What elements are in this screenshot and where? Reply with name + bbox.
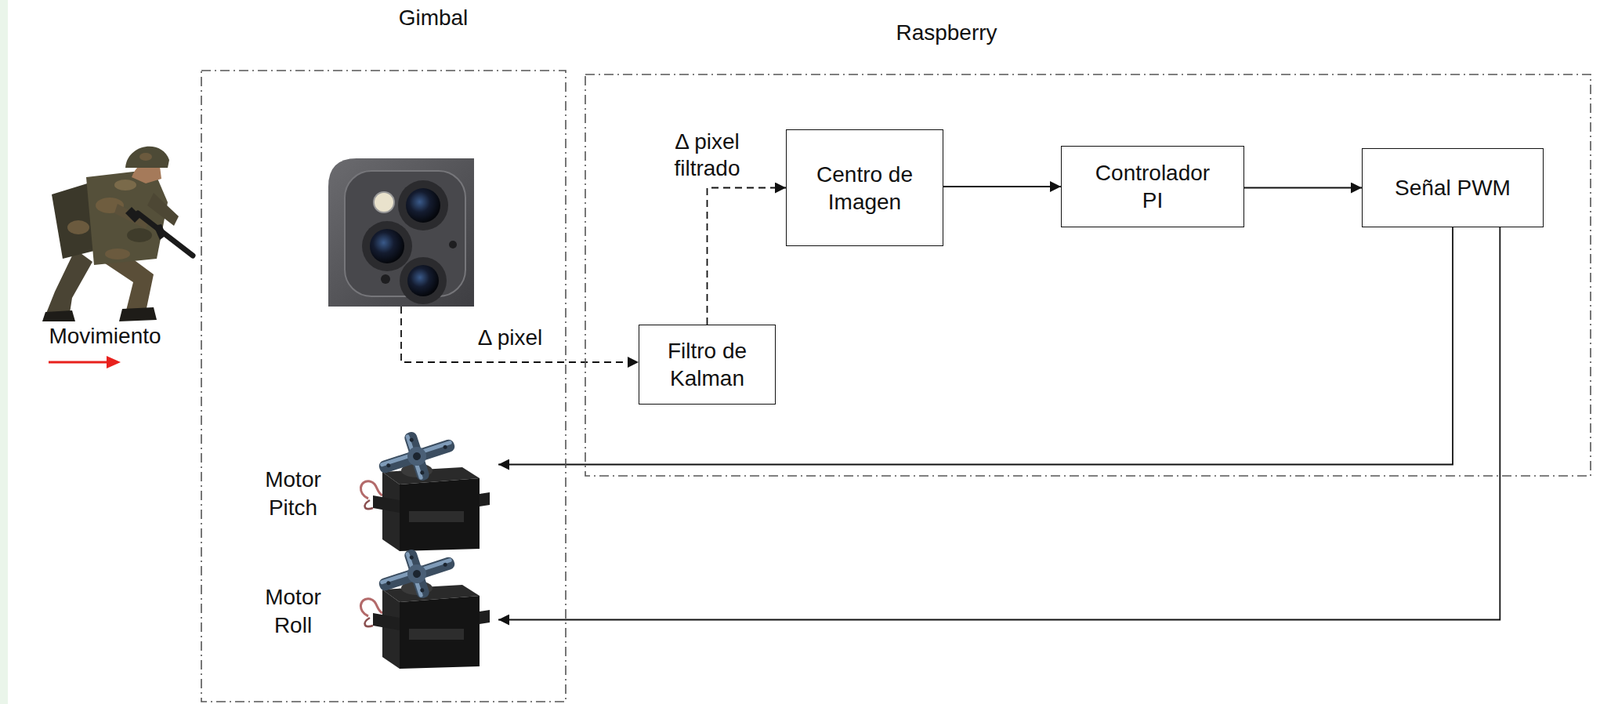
gimbal-region: GimbalMotor PitchMotor Roll (200, 69, 567, 703)
signal-arrow (498, 227, 1453, 465)
process-box: Filtro de Kalman (638, 324, 776, 405)
signal-arrow (943, 185, 1061, 188)
movement-arrow (48, 355, 121, 369)
signal-arrow (1244, 187, 1362, 189)
motor-label: Motor Roll (249, 582, 337, 641)
box-label: Filtro de Kalman (647, 336, 768, 392)
motor-label: Motor Pitch (249, 465, 337, 523)
edge-label: Δ pixel filtrado (656, 128, 759, 181)
process-box: Controlador PI (1060, 145, 1245, 228)
servo-motor-picture (360, 419, 490, 551)
box-label: Señal PWM (1394, 173, 1511, 202)
annotation-label: Movimiento (46, 322, 163, 350)
region-heading: Gimbal (398, 5, 469, 31)
edge-strip (0, 0, 8, 704)
soldier-figure (42, 146, 193, 322)
motor-node: Motor Pitch (242, 434, 499, 553)
process-box: Centro de Imagen (785, 129, 944, 247)
box-label: Centro de Imagen (794, 160, 935, 216)
motor-node: Motor Roll (242, 552, 499, 670)
servo-motor-picture (360, 537, 490, 669)
dashed-signal-arrow (707, 188, 787, 326)
process-box: Señal PWM (1361, 148, 1544, 228)
box-label: Controlador PI (1085, 159, 1220, 214)
camera-signal-line (401, 306, 639, 362)
camera-picture (328, 158, 475, 307)
region-outline (200, 69, 567, 703)
region-heading: Raspberry (895, 20, 997, 46)
annotation-label: Δ pixel (475, 324, 546, 352)
signal-arrow (498, 227, 1500, 620)
